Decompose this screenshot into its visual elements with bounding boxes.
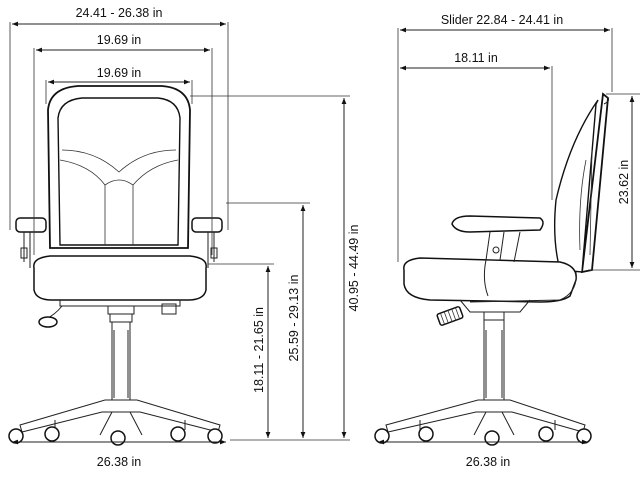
side-back-height-dimension: 23.62 in <box>588 93 640 271</box>
side-seat-depth-dimension: 18.11 in <box>400 51 553 200</box>
arm-height-label: 25.59 - 29.13 in <box>287 275 301 362</box>
front-view-chair <box>8 85 223 446</box>
front-seat-width-dimension: 19.69 in <box>45 66 193 104</box>
side-back-height-label: 23.62 in <box>617 160 631 205</box>
front-seat-width-label: 19.69 in <box>97 66 142 80</box>
front-base-width-label: 26.38 in <box>97 455 142 469</box>
side-base-width-dimension: 26.38 in <box>378 439 588 469</box>
side-view-chair <box>374 92 610 446</box>
front-overall-width-dimension: 24.41 - 26.38 in <box>9 6 229 230</box>
side-overall-depth-dimension: Slider 22.84 - 24.41 in <box>397 13 613 262</box>
side-base-width-label: 26.38 in <box>466 455 511 469</box>
side-overall-depth-label: Slider 22.84 - 24.41 in <box>441 13 563 27</box>
front-back-width-dimension: 19.69 in <box>33 33 213 255</box>
overall-height-label: 40.95 - 44.49 in <box>347 225 361 312</box>
side-seat-depth-label: 18.11 in <box>454 51 498 65</box>
overall-height-dimension: 40.95 - 44.49 in <box>190 95 361 441</box>
front-base-width-dimension: 26.38 in <box>12 439 226 469</box>
front-back-width-label: 19.69 in <box>97 33 142 47</box>
seat-height-dimension: 18.11 - 21.65 in <box>208 263 274 438</box>
arm-height-dimension: 25.59 - 29.13 in <box>226 202 310 438</box>
seat-height-label: 18.11 - 21.65 in <box>252 307 266 393</box>
front-overall-width-label: 24.41 - 26.38 in <box>76 6 163 20</box>
